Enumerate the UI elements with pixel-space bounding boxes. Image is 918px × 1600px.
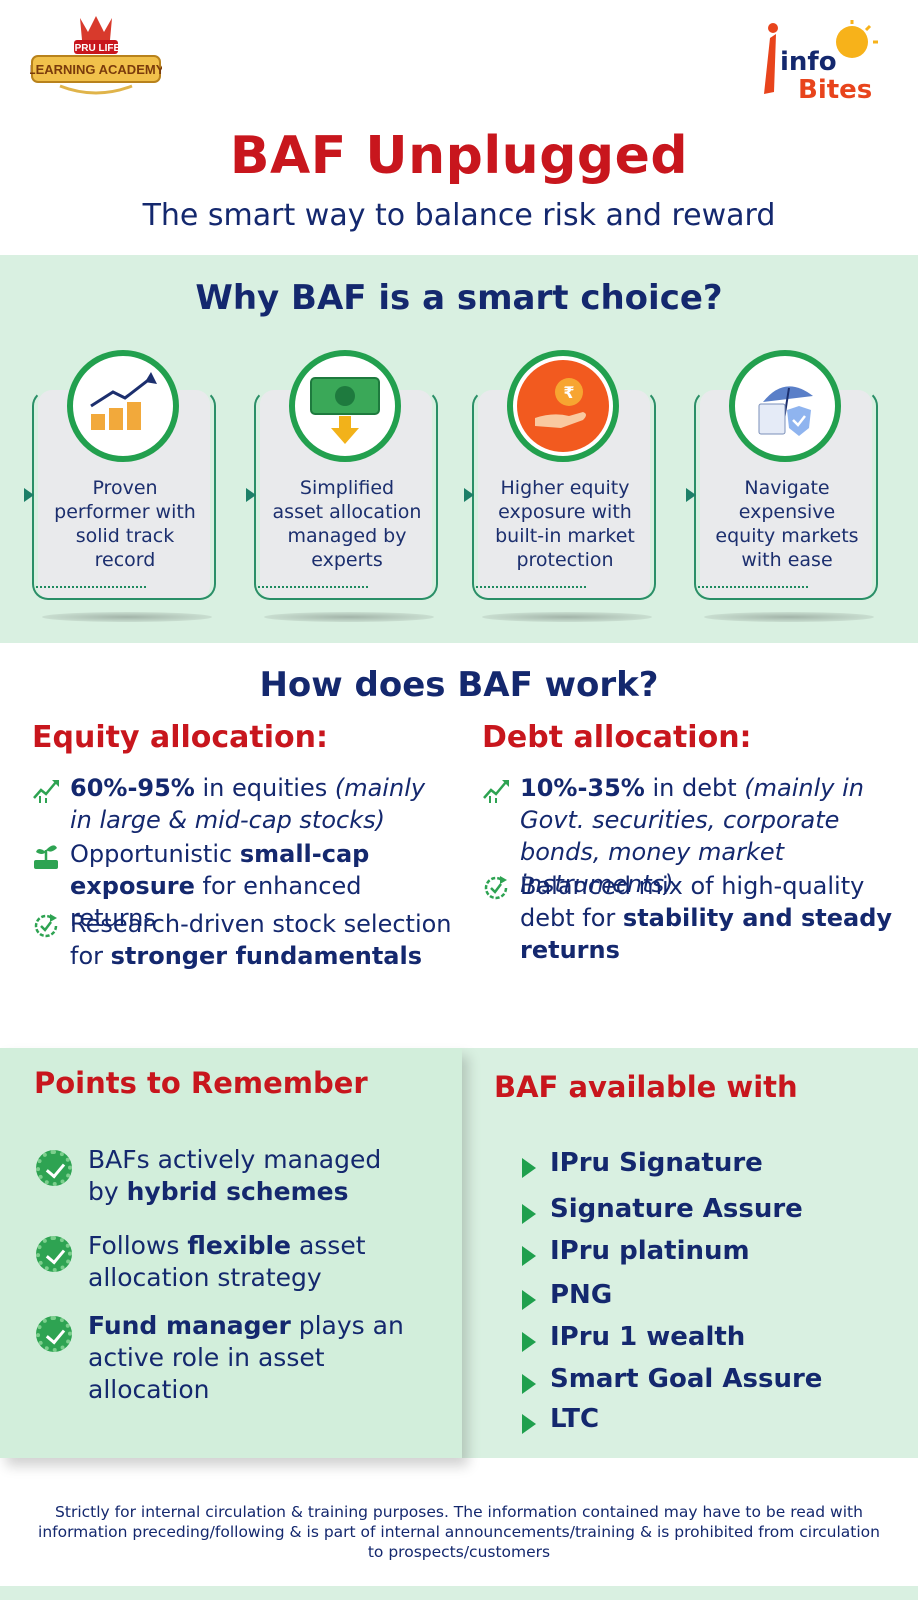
why-section-title: Why BAF is a smart choice?: [195, 278, 723, 318]
page-subtitle: The smart way to balance risk and reward: [142, 198, 776, 233]
svg-text:Bites: Bites: [798, 75, 872, 105]
page-title: BAF Unplugged: [229, 126, 689, 186]
benefit-text: Simplified asset allocation managed by e…: [272, 477, 422, 571]
equity-allocation-heading: Equity allocation:: [32, 720, 328, 755]
refresh-check-icon: [484, 876, 508, 900]
svg-text:IPRU LIFE: IPRU LIFE: [72, 43, 121, 54]
bullet-triangle-icon: [522, 1374, 536, 1394]
check-badge-icon: [36, 1316, 72, 1352]
infobites-logo: info Bites: [760, 20, 890, 106]
disclaimer-text: Strictly for internal circulation & trai…: [38, 1503, 880, 1561]
point-item: Fund manager plays an active role in ass…: [88, 1311, 404, 1404]
point-item: Follows flexible asset allocation strate…: [88, 1231, 366, 1292]
svg-text:info: info: [780, 47, 837, 77]
equity-item-research: Research-driven stock selection for stro…: [70, 910, 452, 970]
refresh-check-icon: [34, 914, 58, 938]
growth-chart-icon: [67, 350, 179, 462]
benefit-text: Navigate expensive equity markets with e…: [715, 477, 859, 571]
svg-text:₹: ₹: [563, 383, 574, 402]
available-item: IPru Signature: [550, 1148, 763, 1178]
equity-item-smallcap: Opportunistic small-cap exposure for enh…: [70, 840, 370, 932]
available-item: IPru 1 wealth: [550, 1322, 746, 1352]
arrow-right-icon: [686, 488, 696, 502]
available-item: PNG: [550, 1280, 613, 1310]
seedling-icon: [34, 845, 58, 869]
how-section-title: How does BAF work?: [259, 665, 659, 705]
available-item: Smart Goal Assure: [550, 1364, 823, 1394]
umbrella-shield-icon: [729, 350, 841, 462]
arrow-right-icon: [464, 488, 474, 502]
benefit-text: Proven performer with solid track record: [54, 477, 196, 571]
bullet-triangle-icon: [522, 1246, 536, 1266]
point-item: BAFs actively managed by hybrid schemes: [88, 1145, 382, 1206]
svg-text:LEARNING ACADEMY: LEARNING ACADEMY: [30, 62, 162, 77]
available-item: IPru platinum: [550, 1236, 750, 1266]
bottom-strip: [0, 1586, 918, 1600]
bullet-triangle-icon: [522, 1204, 536, 1224]
available-item: LTC: [550, 1404, 600, 1434]
bullet-triangle-icon: [522, 1290, 536, 1310]
benefit-text: Higher equity exposure with built-in mar…: [495, 477, 635, 571]
benefit-card: Proven performer with solid track record: [24, 350, 216, 622]
debt-item-range: 10%-35% in debt (mainly in Govt. securit…: [520, 774, 864, 898]
debt-allocation-heading: Debt allocation:: [482, 720, 752, 755]
equity-item-range: 60%-95% in equities (mainly in large & m…: [70, 774, 426, 834]
check-badge-icon: [36, 1236, 72, 1272]
benefit-card: Navigate expensive equity markets with e…: [686, 350, 878, 622]
debt-item-balanced: Balanced mix of high-quality debt for st…: [520, 872, 893, 964]
rupee-hand-icon: ₹: [507, 350, 619, 462]
growth-arrow-icon: [483, 780, 509, 803]
available-heading: BAF available with: [494, 1070, 798, 1104]
bullet-triangle-icon: [522, 1158, 536, 1178]
arrow-right-icon: [246, 488, 256, 502]
bullet-triangle-icon: [522, 1332, 536, 1352]
growth-arrow-icon: [33, 780, 59, 803]
check-badge-icon: [36, 1150, 72, 1186]
points-to-remember-panel: [0, 1048, 462, 1458]
bullet-triangle-icon: [522, 1414, 536, 1434]
arrow-right-icon: [24, 488, 34, 502]
available-item: Signature Assure: [550, 1194, 803, 1224]
learning-academy-logo: IPRU LIFE LEARNING ACADEMY: [28, 14, 165, 100]
benefit-card: ₹ Higher equity exposure with built-in m…: [464, 350, 656, 622]
cash-arrow-icon: [289, 350, 401, 462]
points-heading: Points to Remember: [34, 1066, 368, 1100]
benefit-card: Simplified asset allocation managed by e…: [246, 350, 438, 622]
